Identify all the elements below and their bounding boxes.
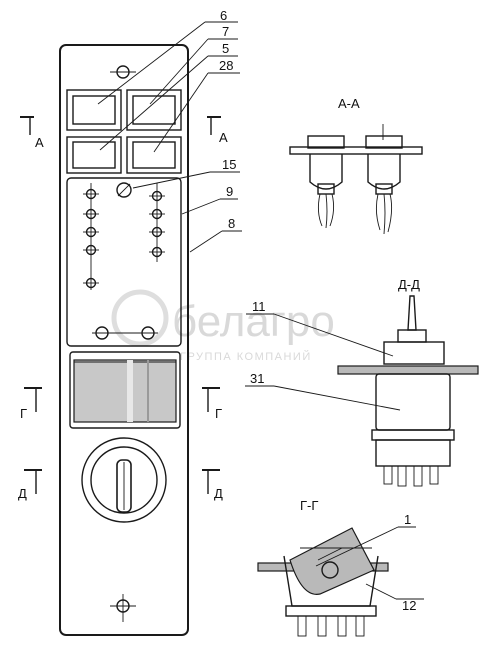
section-mark-d-left: Д <box>18 486 27 501</box>
connector-panel <box>66 177 182 347</box>
section-title-dd: Д-Д <box>398 277 420 292</box>
watermark: белагро ГРУППА КОМПАНИЙ <box>111 289 335 363</box>
callout-7: 7 <box>222 24 229 39</box>
main-callouts: 6 7 5 28 15 9 8 <box>97 8 242 253</box>
section-d-d: Д-Д <box>337 277 479 487</box>
callout-28: 28 <box>219 58 233 73</box>
callout-12: 12 <box>402 598 416 613</box>
section-g-g: Г-Г <box>257 498 389 637</box>
section-a-a: А-А <box>289 96 423 235</box>
upper-windows <box>66 89 182 174</box>
callout-11: 11 <box>252 299 266 314</box>
watermark-brand: белагро <box>172 297 335 346</box>
rotary-switch <box>81 437 167 523</box>
section-title-gg: Г-Г <box>300 498 318 513</box>
section-marks: А А Г Г Д Д <box>18 116 228 501</box>
section-title-aa: А-А <box>338 96 360 111</box>
display-window <box>69 351 181 429</box>
section-mark-g-right: Г <box>215 406 222 421</box>
callout-31: 31 <box>250 371 264 386</box>
section-callouts: 11 31 1 12 <box>245 299 424 613</box>
callout-6: 6 <box>220 8 227 23</box>
section-mark-g-left: Г <box>20 406 27 421</box>
callout-8: 8 <box>228 216 235 231</box>
callout-5: 5 <box>222 41 229 56</box>
top-screw <box>110 65 136 79</box>
section-mark-d-right: Д <box>214 486 223 501</box>
watermark-tagline: ГРУППА КОМПАНИЙ <box>180 350 312 363</box>
control-panel <box>59 44 189 636</box>
section-mark-a-right: А <box>219 130 228 145</box>
callout-15: 15 <box>222 157 236 172</box>
bottom-screw <box>110 594 136 622</box>
callout-9: 9 <box>226 184 233 199</box>
callout-1: 1 <box>404 512 411 527</box>
section-mark-a-left: А <box>35 135 44 150</box>
